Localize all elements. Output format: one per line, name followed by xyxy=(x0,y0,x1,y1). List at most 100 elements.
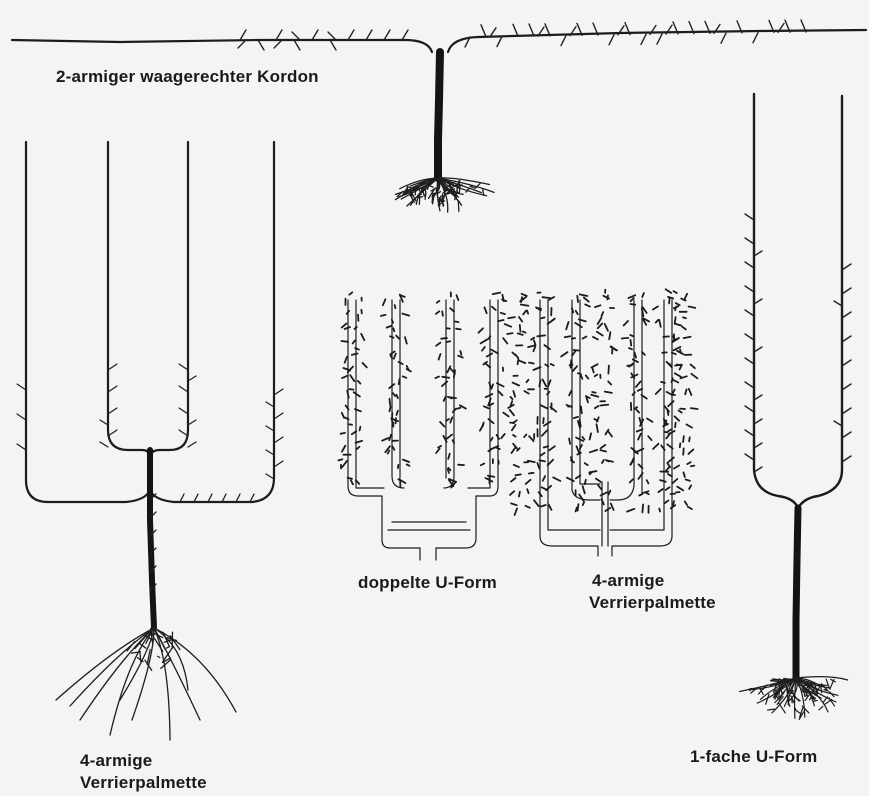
leaf-cluster xyxy=(453,409,456,413)
leaf-cluster xyxy=(540,460,546,461)
leaf-cluster xyxy=(341,341,348,342)
leaf-cluster xyxy=(571,360,572,368)
leaf-cluster xyxy=(442,311,443,315)
leaf-cluster xyxy=(605,392,612,393)
leaf-cluster xyxy=(448,454,450,459)
leaf-cluster xyxy=(440,422,444,427)
leaf-cluster xyxy=(673,501,674,505)
spur xyxy=(842,360,851,366)
leaf-cluster xyxy=(508,317,515,318)
leaf-cluster xyxy=(542,430,547,436)
leaf-cluster xyxy=(534,340,536,344)
rootlet xyxy=(795,710,801,714)
leaf-cluster xyxy=(393,393,395,396)
rootlet xyxy=(793,693,799,701)
spur xyxy=(745,454,754,460)
leaf-cluster xyxy=(682,327,686,330)
leaf-cluster xyxy=(583,337,587,339)
leaf-cluster xyxy=(534,500,539,506)
leaf-cluster xyxy=(586,375,589,378)
leaf-cluster xyxy=(540,453,544,456)
leaf-cluster xyxy=(486,394,493,397)
rootlet xyxy=(140,651,141,661)
leaf-cluster xyxy=(529,473,534,474)
leaf-cluster xyxy=(680,366,682,370)
leaf-cluster xyxy=(447,341,451,342)
leaf-cluster xyxy=(390,406,391,411)
leaf-cluster xyxy=(659,509,660,512)
leaf-cluster xyxy=(510,491,514,495)
spur xyxy=(481,25,486,37)
leaf-cluster xyxy=(630,479,633,482)
spur xyxy=(745,238,754,244)
leaf-cluster xyxy=(349,424,352,425)
spur xyxy=(194,494,198,502)
label-double-u: doppelte U-Form xyxy=(358,572,497,593)
leaf-cluster xyxy=(501,313,505,314)
spur xyxy=(179,430,188,436)
rootlet xyxy=(419,189,421,192)
leaf-cluster xyxy=(691,374,697,379)
leaf-cluster xyxy=(638,434,641,440)
rootlet xyxy=(768,709,775,710)
spur xyxy=(745,334,754,340)
leaf-cluster xyxy=(360,427,361,431)
leaf-cluster xyxy=(611,504,614,511)
rootlet xyxy=(132,652,141,653)
rootlet xyxy=(458,201,459,211)
leaf-cluster xyxy=(492,307,496,310)
leaf-cluster xyxy=(656,389,661,394)
leaf-cluster xyxy=(347,311,349,314)
leaf-cluster xyxy=(349,292,352,294)
leaf-cluster xyxy=(630,335,633,336)
leaf-cluster xyxy=(585,304,590,306)
leaf-cluster xyxy=(484,406,489,408)
leaf-cluster xyxy=(439,354,441,360)
leaf-cluster xyxy=(629,348,632,349)
verrier-left-tree xyxy=(17,142,283,740)
leaf-cluster xyxy=(577,446,580,453)
rootlet xyxy=(459,186,460,194)
leaf-cluster xyxy=(583,486,585,493)
leaf-cluster xyxy=(609,432,612,437)
cordon-roots xyxy=(395,178,494,212)
spur xyxy=(17,444,26,450)
leaf-cluster xyxy=(537,463,539,469)
spur xyxy=(745,430,754,436)
leaf-cluster xyxy=(569,439,570,444)
spur xyxy=(842,456,851,462)
leaf-cluster xyxy=(601,445,606,448)
leaf-cluster xyxy=(515,509,517,516)
rootlet xyxy=(813,700,817,701)
leaf-cluster xyxy=(456,329,461,330)
leaf-cluster xyxy=(491,438,493,441)
spur xyxy=(657,34,662,44)
leaf-cluster xyxy=(659,320,661,327)
spur xyxy=(312,30,318,40)
leaf-cluster xyxy=(543,297,551,298)
rootlet xyxy=(470,186,472,187)
leaf-cluster xyxy=(561,352,567,356)
leaf-cluster xyxy=(457,408,460,409)
leaf-cluster xyxy=(393,447,395,450)
leaf-cluster xyxy=(361,334,364,340)
leaf-cluster xyxy=(653,306,658,309)
leaf-cluster xyxy=(608,366,609,374)
leaf-cluster xyxy=(677,487,683,491)
cordon-trunk xyxy=(438,52,440,178)
leaf-cluster xyxy=(352,354,358,355)
leaf-cluster xyxy=(526,480,531,484)
leaf-cluster xyxy=(553,477,560,481)
leaf-cluster xyxy=(399,362,403,364)
rootlet xyxy=(438,192,441,194)
leaf-cluster xyxy=(598,318,602,324)
leaf-cluster xyxy=(666,289,672,293)
spur xyxy=(222,494,226,502)
verrier-left-inner-arms xyxy=(108,142,188,458)
leaf-cluster xyxy=(691,408,698,409)
leaf-cluster xyxy=(455,322,458,323)
spur xyxy=(745,358,754,364)
spur xyxy=(108,430,117,436)
leaf-cluster xyxy=(680,443,681,447)
